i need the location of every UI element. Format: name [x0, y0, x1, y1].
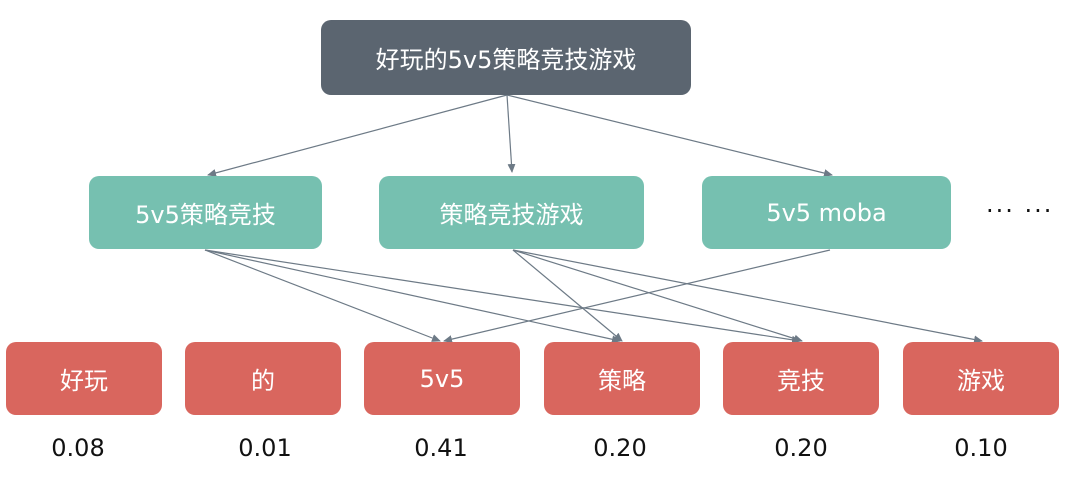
term-node-6: 游戏 [903, 342, 1059, 415]
term-node-3-label: 5v5 [419, 364, 465, 393]
term-node-3: 5v5 [364, 342, 520, 415]
term-node-1: 好玩 [6, 342, 162, 415]
phrase-node-2-label: 策略竞技游戏 [439, 201, 584, 229]
term-node-5: 竞技 [723, 342, 879, 415]
edge-mid1-to-jingji [204, 249, 801, 344]
edge-root-to-mid-1 [207, 94, 508, 177]
more-phrases-ellipsis: ··· ··· [986, 197, 1054, 225]
term-node-2: 的 [185, 342, 341, 415]
term-node-1-label: 好玩 [60, 367, 108, 395]
edge-mid1-to-5v5 [204, 249, 441, 342]
term-node-6-label: 游戏 [957, 367, 1005, 395]
term-node-5-label: 竞技 [777, 367, 825, 395]
root-query-node: 好玩的5v5策略竞技游戏 [321, 20, 691, 95]
edge-mid2-to-celue [512, 249, 623, 342]
edge-mid1-to-celue [204, 249, 621, 344]
phrase-node-3: 5v5 moba [702, 176, 951, 249]
phrase-node-3-label: 5v5 moba [766, 198, 887, 227]
edge-root-to-mid-2 [506, 94, 516, 173]
root-query-label: 好玩的5v5策略竞技游戏 [375, 46, 637, 74]
phrase-node-2: 策略竞技游戏 [379, 176, 644, 249]
term-node-4: 策略 [544, 342, 700, 415]
phrase-node-1: 5v5策略竞技 [89, 176, 322, 249]
edge-root-to-mid-3 [506, 94, 833, 177]
term-score-1: 0.08 [51, 434, 105, 462]
term-score-3: 0.41 [414, 434, 468, 462]
edge-mid2-to-youxi [512, 249, 983, 344]
term-score-2: 0.01 [238, 434, 292, 462]
term-node-4-label: 策略 [598, 367, 646, 395]
edge-mid2-to-jingji [512, 249, 803, 343]
edge-mid3-to-5v5 [443, 249, 831, 344]
phrase-node-1-label: 5v5策略竞技 [135, 201, 276, 229]
term-score-5: 0.20 [774, 434, 828, 462]
term-node-2-label: 的 [251, 367, 275, 395]
term-score-6: 0.10 [954, 434, 1008, 462]
term-score-4: 0.20 [593, 434, 647, 462]
